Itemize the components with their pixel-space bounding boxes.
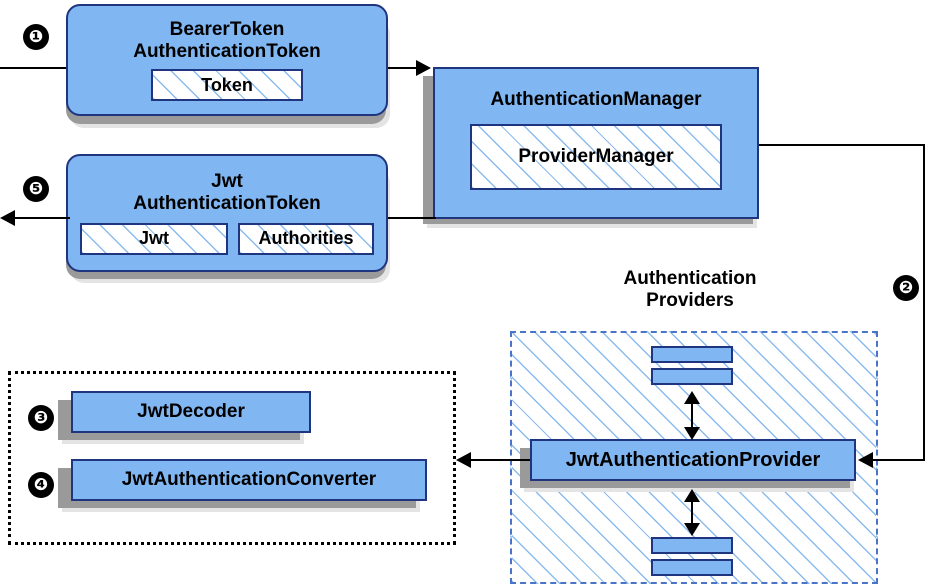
jwt-converter-label: JwtAuthenticationConverter xyxy=(121,469,377,490)
connector-right-vertical xyxy=(923,144,925,461)
jwt-token-title-line1: Jwt xyxy=(211,171,243,193)
authorities-slot-label: Authorities xyxy=(258,228,354,249)
arrow-response-out xyxy=(0,210,15,226)
arrow-provider-link-bottom-up xyxy=(684,489,700,502)
jwt-token-slot-authorities: Authorities xyxy=(238,222,374,255)
jwt-token-slot-row: Jwt Authorities xyxy=(80,222,374,255)
provider-bar-top-1 xyxy=(651,346,733,363)
providers-label-line1: Authentication xyxy=(623,268,757,289)
connector-request-in xyxy=(0,67,66,69)
jwt-slot-label: Jwt xyxy=(138,228,169,249)
connector-response-out xyxy=(14,217,70,219)
connector-provider-link-top xyxy=(691,395,693,433)
arrow-provider-link-bottom-down xyxy=(684,523,700,536)
arrow-provider-link-top-down xyxy=(684,427,700,440)
providers-label-line2: Providers xyxy=(646,289,734,311)
node-jwt-authentication-token[interactable]: Jwt AuthenticationToken Jwt Authorities xyxy=(66,154,388,272)
jwt-token-title: Jwt AuthenticationToken xyxy=(133,171,321,215)
connector-manager-to-jwt-token xyxy=(388,217,436,219)
node-authentication-manager[interactable]: AuthenticationManager ProviderManager xyxy=(433,67,759,219)
authentication-providers-label: Authentication Providers xyxy=(585,268,795,312)
step-marker-4: ❹ xyxy=(28,472,54,498)
arrow-provider-to-support xyxy=(456,452,471,468)
connector-manager-right xyxy=(759,144,925,146)
jwt-decoder-label: JwtDecoder xyxy=(137,401,245,422)
provider-bar-bottom-1 xyxy=(651,537,733,554)
node-bearer-token-authentication-token[interactable]: BearerToken AuthenticationToken Token xyxy=(66,4,388,116)
authentication-manager-slot-provider-manager: ProviderManager xyxy=(470,123,722,190)
authentication-manager-title: AuthenticationManager xyxy=(490,89,702,110)
step-marker-3: ❸ xyxy=(28,405,54,431)
step-marker-5: ❺ xyxy=(23,176,49,202)
arrow-token-to-manager xyxy=(416,60,431,76)
provider-bar-top-2 xyxy=(651,368,733,385)
connector-provider-link-bottom xyxy=(691,493,693,529)
jwt-provider-label: JwtAuthenticationProvider xyxy=(565,448,821,471)
step-marker-1: ❶ xyxy=(23,24,49,50)
arrow-into-provider xyxy=(858,452,873,468)
bearer-token-title-line1: BearerToken xyxy=(169,18,285,40)
bearer-token-slot-token: Token xyxy=(151,69,303,102)
bearer-token-title-line2: AuthenticationToken xyxy=(133,40,321,62)
node-jwt-authentication-converter[interactable]: JwtAuthenticationConverter xyxy=(71,459,427,501)
connector-token-to-manager xyxy=(388,67,423,69)
jwt-token-slot-jwt: Jwt xyxy=(80,222,228,255)
provider-manager-label: ProviderManager xyxy=(518,145,674,167)
node-jwt-decoder[interactable]: JwtDecoder xyxy=(71,391,311,433)
arrow-provider-link-top-up xyxy=(684,391,700,404)
jwt-token-title-line2: AuthenticationToken xyxy=(133,193,321,214)
bearer-token-slot-label: Token xyxy=(201,74,253,95)
step-marker-2: ❷ xyxy=(893,275,919,301)
connector-into-provider xyxy=(872,459,924,461)
connector-provider-to-support xyxy=(470,459,530,461)
node-jwt-authentication-provider[interactable]: JwtAuthenticationProvider xyxy=(530,439,856,481)
provider-bar-bottom-2 xyxy=(651,559,733,576)
bearer-token-title: BearerToken AuthenticationToken xyxy=(133,19,321,63)
